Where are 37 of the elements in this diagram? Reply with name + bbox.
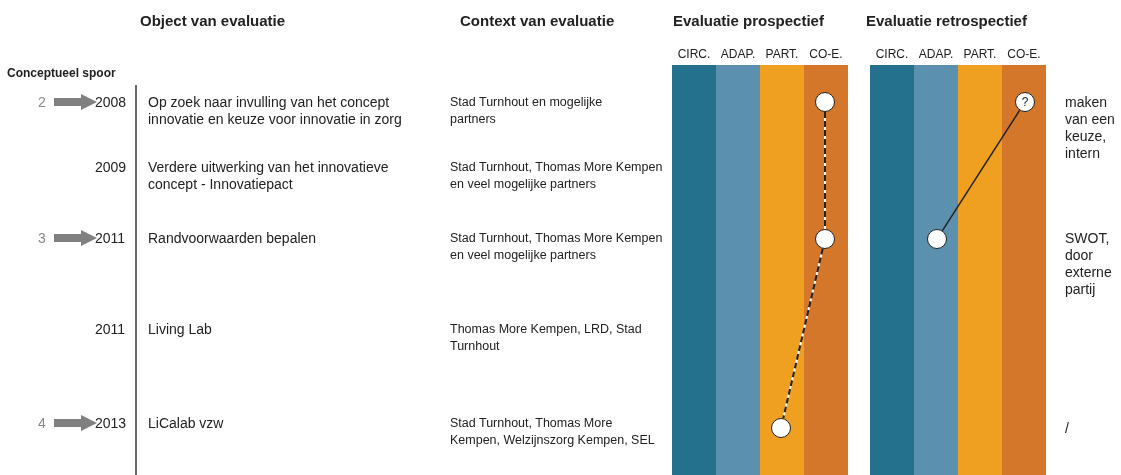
object-text: LiCalab vzw	[148, 415, 225, 432]
dashed-line	[824, 111, 826, 230]
dashed-line	[782, 247, 824, 420]
evaluation-note: SWOT, door externe partij	[1065, 230, 1113, 298]
column-label: PART.	[962, 46, 998, 63]
year-text: 2013	[95, 415, 127, 432]
column-heading: Object van evaluatie	[140, 12, 286, 29]
column-heading: Evaluatie prospectief	[673, 12, 824, 29]
context-text: Stad Turnhout, Thomas More Kempen, Welzijnszorg Kempen, SEL	[450, 415, 656, 449]
year-text: 2011	[95, 230, 126, 247]
step-number: 3	[38, 230, 46, 247]
connector-line	[941, 109, 1021, 232]
object-text: Living Lab	[148, 321, 213, 338]
evaluation-note: maken van een keuze, intern	[1065, 94, 1116, 162]
evaluation-note: /	[1065, 420, 1070, 437]
context-text: Stad Turnhout, Thomas More Kempen en veel mogelijke partners	[450, 159, 664, 193]
year-text: 2008	[95, 94, 127, 111]
context-text: Stad Turnhout, Thomas More Kempen en veel mogelijke partners	[450, 230, 664, 264]
column-label: ADAP.	[719, 46, 757, 63]
object-text: Verdere uitwerking van het innovatieve concept - Innovatiepact	[148, 159, 390, 193]
column-label: ADAP.	[917, 46, 955, 63]
column-label: CO-E.	[1006, 46, 1042, 63]
object-text: Op zoek naar invulling van het concept innovatie en keuze voor innovatie in zorg	[148, 94, 403, 128]
year-text: 2011	[95, 321, 127, 338]
column-label: PART.	[764, 46, 800, 63]
column-label: CIRC.	[676, 46, 712, 63]
column-heading: Context van evaluatie	[460, 12, 615, 29]
context-text: Stad Turnhout en mogelijke partners	[450, 94, 604, 128]
year-text: 2009	[95, 159, 128, 176]
column-label: CIRC.	[874, 46, 910, 63]
column-label: CO-E.	[808, 46, 844, 63]
section-heading: Conceptueel spoor	[7, 65, 116, 82]
column-heading: Evaluatie retrospectief	[866, 12, 1027, 29]
object-text: Randvoorwaarden bepalen	[148, 230, 318, 247]
step-number: 2	[38, 94, 46, 111]
step-number: 4	[38, 415, 46, 432]
context-text: Thomas More Kempen, LRD, Stad Turnhout	[450, 321, 643, 355]
